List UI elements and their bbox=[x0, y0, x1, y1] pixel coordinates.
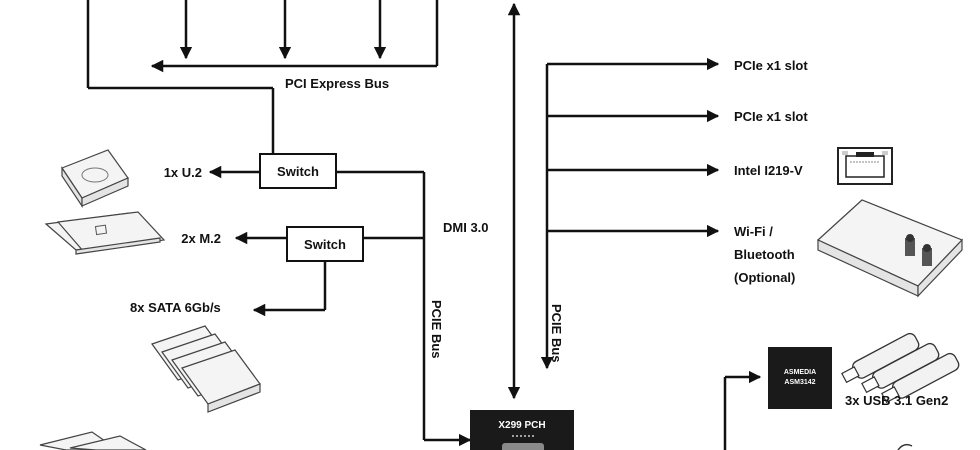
partial-device-outline bbox=[897, 443, 913, 450]
asmedia-chip bbox=[768, 347, 832, 409]
switch-lower-label: Switch bbox=[304, 237, 346, 252]
right-pcie-trunk bbox=[540, 57, 720, 370]
usb-label: 3x USB 3.1 Gen2 bbox=[845, 393, 948, 408]
pcie-x1-slot-a-label: PCIe x1 slot bbox=[734, 58, 808, 73]
dmi-label: DMI 3.0 bbox=[443, 220, 489, 235]
left-pcie-wiring bbox=[208, 165, 472, 447]
sata-label: 8x SATA 6Gb/s bbox=[130, 300, 221, 315]
m2-label: 2x M.2 bbox=[181, 231, 221, 246]
pcie-bus-right-label: PCIE Bus bbox=[549, 304, 564, 363]
ethernet-port-icon bbox=[837, 147, 893, 185]
pci-express-bus-wiring bbox=[86, 0, 439, 153]
pcie-bus-left-label: PCIE Bus bbox=[429, 300, 444, 359]
pcie-x1-slot-b-label: PCIe x1 slot bbox=[734, 109, 808, 124]
switch-upper-label: Switch bbox=[277, 164, 319, 179]
lan-label: Intel I219-V bbox=[734, 163, 803, 178]
pci-express-bus-label: PCI Express Bus bbox=[285, 76, 389, 91]
asmedia-chip-line2: ASM3142 bbox=[784, 379, 815, 386]
switch-lower bbox=[286, 226, 364, 262]
drive-bundle-partial bbox=[39, 431, 147, 450]
switch-upper bbox=[259, 153, 337, 189]
wifi-label-line2: Bluetooth bbox=[734, 247, 795, 262]
sata-drives-icon bbox=[151, 325, 261, 413]
hdd-icon bbox=[61, 149, 129, 208]
usb-link bbox=[723, 370, 762, 450]
wifi-module-icon bbox=[816, 199, 964, 298]
asmedia-chip-line1: ASMEDIA bbox=[784, 369, 816, 376]
pch-chip bbox=[470, 410, 574, 450]
usb-drives-icon bbox=[841, 332, 960, 404]
m2-ssd-icon bbox=[44, 211, 166, 255]
wifi-label-line1: Wi-Fi / bbox=[734, 224, 773, 239]
u2-label: 1x U.2 bbox=[164, 165, 202, 180]
wifi-label-line3: (Optional) bbox=[734, 270, 795, 285]
pch-label: X299 PCH bbox=[498, 420, 545, 431]
